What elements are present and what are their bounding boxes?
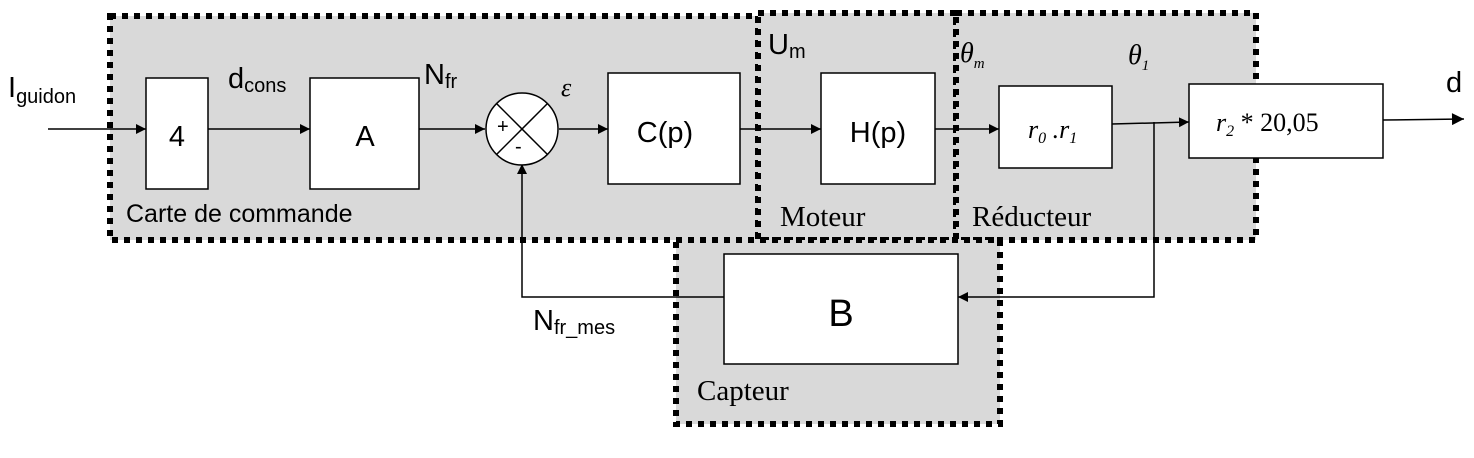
block-gain-4-label: 4	[169, 121, 185, 153]
summing-cross-2	[496, 103, 548, 155]
signal-dcons-label: dcons	[228, 63, 286, 97]
label-carte-de-commande: Carte de commande	[126, 200, 353, 228]
block-gain-a-label: A	[355, 121, 375, 153]
wire-feedback-return	[517, 164, 724, 298]
block-sensor-label: B	[828, 293, 853, 335]
signal-theta-m-label: θm	[960, 38, 985, 72]
block-reduction-r0r1	[998, 85, 1113, 169]
signal-um-label: Um	[768, 29, 806, 63]
signal-output-label: d	[1446, 67, 1462, 99]
block-sensor	[723, 253, 959, 365]
signal-nfr-mes-label: Nfr_mes	[533, 305, 615, 339]
summing-plus: +	[497, 116, 509, 138]
label-capteur: Capteur	[697, 375, 789, 407]
block-reduction-r2-label: r2 * 20,05	[1216, 108, 1319, 140]
wire-feedback-pickoff	[958, 122, 1155, 302]
block-corrector	[607, 72, 741, 185]
block-gain-4	[145, 77, 209, 190]
block-motor-label: H(p)	[850, 117, 906, 149]
block-corrector-label: C(p)	[637, 117, 693, 149]
wire-output	[1382, 113, 1465, 126]
signal-input-label: Iguidon	[8, 72, 76, 108]
signal-theta-1-label: θ1	[1128, 40, 1149, 74]
wire-theta-1	[1111, 117, 1190, 128]
block-reduction-r2	[1188, 83, 1384, 159]
label-reducteur: Réducteur	[972, 201, 1092, 233]
summing-minus: -	[515, 136, 522, 158]
block-motor	[820, 72, 936, 185]
label-moteur: Moteur	[780, 201, 866, 233]
signal-epsilon-label: ε	[561, 73, 572, 102]
block-gain-a	[309, 77, 420, 190]
signal-nfr-label: Nfr	[424, 59, 458, 93]
block-reduction-r0r1-label: r0 .r1	[1028, 115, 1077, 147]
